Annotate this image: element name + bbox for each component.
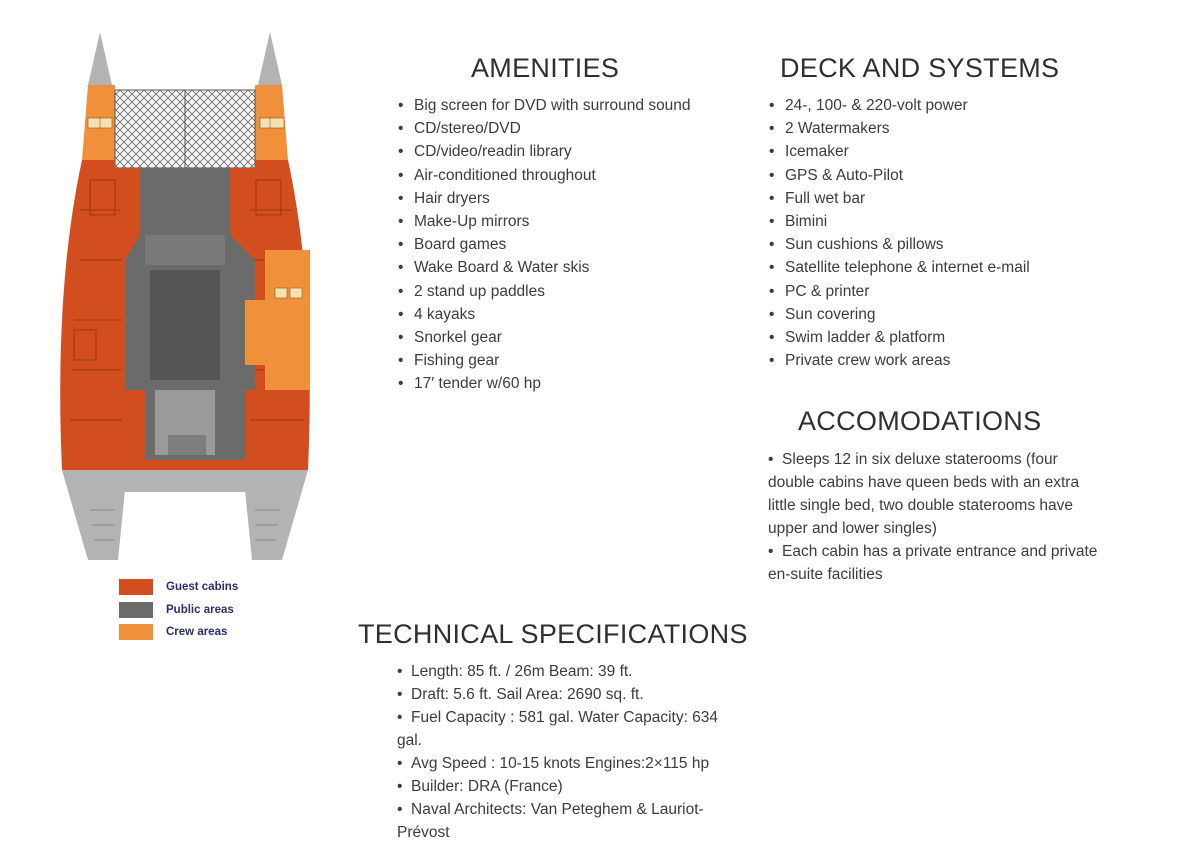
public-areas-swatch	[119, 601, 153, 618]
amenities-title: AMENITIES	[471, 53, 620, 83]
starboard-bow	[258, 32, 282, 85]
port-bow	[88, 32, 112, 85]
list-item: Full wet bar	[768, 187, 1098, 210]
list-item: Sun covering	[768, 303, 1098, 326]
list-item: Swim ladder & platform	[768, 326, 1098, 349]
list-item: Satellite telephone & internet e-mail	[768, 256, 1098, 279]
list-item: Wake Board & Water skis	[397, 256, 727, 279]
list-item: CD/video/readin library	[397, 140, 727, 163]
plan-legend: Guest cabins Public areas Crew areas	[119, 576, 238, 644]
list-item: Sun cushions & pillows	[768, 233, 1098, 256]
list-item: CD/stereo/DVD	[397, 117, 727, 140]
deck-plan-diagram	[60, 32, 310, 560]
list-item: Draft: 5.6 ft. Sail Area: 2690 sq. ft.	[397, 683, 732, 706]
accommodations-title: ACCOMODATIONS	[798, 406, 1042, 436]
list-item: 4 kayaks	[397, 303, 727, 326]
legend-label: Crew areas	[166, 626, 228, 639]
list-item: GPS & Auto-Pilot	[768, 164, 1098, 187]
list-item: Snorkel gear	[397, 326, 727, 349]
list-item: Private crew work areas	[768, 349, 1098, 372]
list-item: Naval Architects: Van Peteghem & Lauriot…	[397, 798, 732, 844]
guest-cabins-swatch	[119, 579, 153, 596]
deck-systems-title: DECK AND SYSTEMS	[780, 53, 1060, 83]
legend-label: Public areas	[166, 603, 234, 616]
list-item: Builder: DRA (France)	[397, 775, 732, 798]
port-stern	[62, 470, 125, 560]
crew-areas-swatch	[119, 624, 153, 641]
list-item: Fishing gear	[397, 349, 727, 372]
crew-quarters	[265, 250, 310, 390]
list-item: Make-Up mirrors	[397, 210, 727, 233]
technical-specs-list: Length: 85 ft. / 26m Beam: 39 ft. Draft:…	[397, 660, 732, 844]
amenities-list: Big screen for DVD with surround sound C…	[397, 94, 727, 396]
list-item: Big screen for DVD with surround sound	[397, 94, 727, 117]
list-item: Icemaker	[768, 140, 1098, 163]
list-item: PC & printer	[768, 280, 1098, 303]
list-item: Hair dryers	[397, 187, 727, 210]
technical-specs-title: TECHNICAL SPECIFICATIONS	[358, 619, 748, 649]
starboard-stern	[245, 470, 308, 560]
legend-item-guest-cabins: Guest cabins	[119, 576, 238, 599]
list-item: 2 Watermakers	[768, 117, 1098, 140]
legend-item-crew-areas: Crew areas	[119, 621, 238, 644]
legend-label: Guest cabins	[166, 581, 239, 594]
list-item: Sleeps 12 in six deluxe staterooms (four…	[768, 448, 1098, 540]
legend-item-public-areas: Public areas	[119, 599, 238, 622]
list-item: 17′ tender w/60 hp	[397, 372, 727, 395]
deck-systems-list: 24-, 100- & 220-volt power 2 Watermakers…	[768, 94, 1098, 373]
list-item: Board games	[397, 233, 727, 256]
list-item: Length: 85 ft. / 26m Beam: 39 ft.	[397, 660, 732, 683]
list-item: 24-, 100- & 220-volt power	[768, 94, 1098, 117]
list-item: Fuel Capacity : 581 gal. Water Capacity:…	[397, 706, 732, 752]
accommodations-list: Sleeps 12 in six deluxe staterooms (four…	[768, 448, 1098, 586]
list-item: Bimini	[768, 210, 1098, 233]
list-item: Avg Speed : 10-15 knots Engines:2×115 hp	[397, 752, 732, 775]
list-item: Each cabin has a private entrance and pr…	[768, 540, 1098, 586]
list-item: Air-conditioned throughout	[397, 164, 727, 187]
list-item: 2 stand up paddles	[397, 280, 727, 303]
